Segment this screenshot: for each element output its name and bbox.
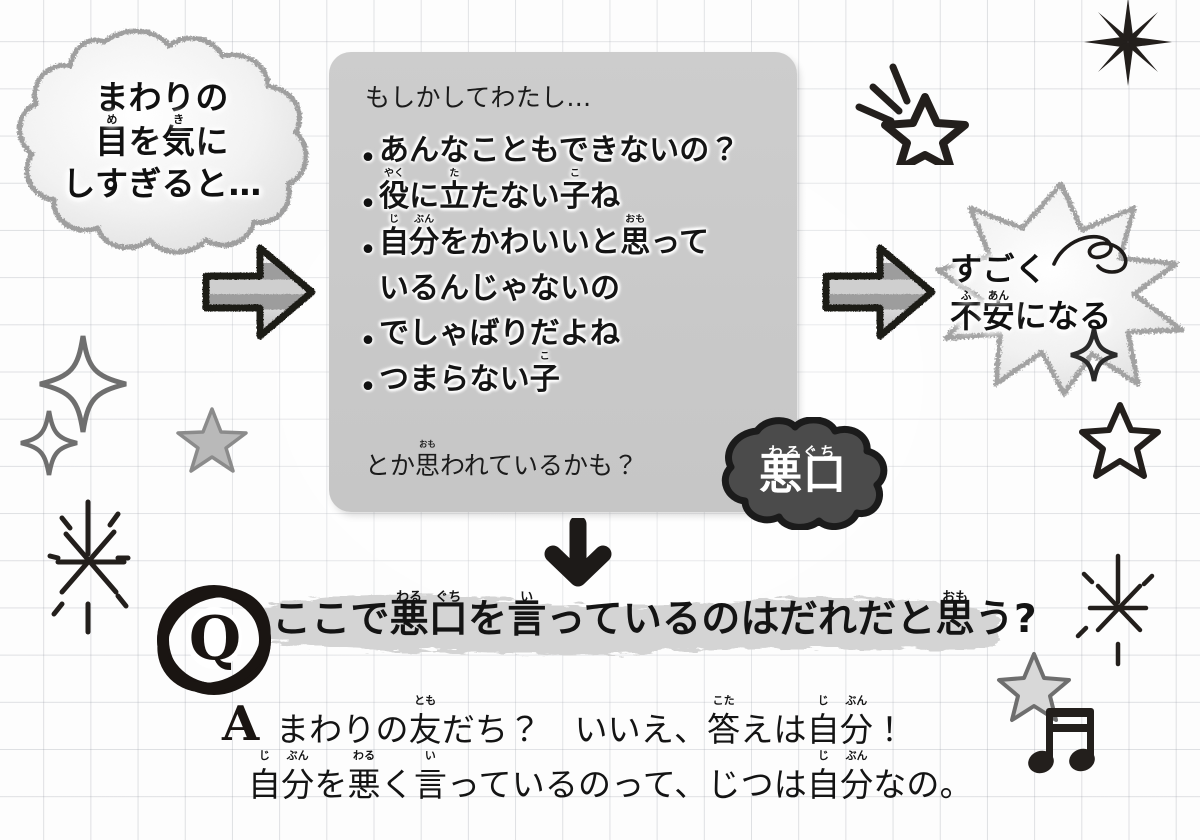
brush-stroke-highlight (260, 593, 1000, 655)
list-item: • あんなこともできないの？ (357, 130, 777, 174)
ruby-ji-a1: じ自 (806, 693, 840, 749)
ruby-ko2: こ子 (529, 351, 560, 397)
question-text: ここでわる悪ぐち口をい言っているのはだれだとおも思う? (272, 590, 1037, 642)
ruby-omo-footer: おも思 (415, 438, 441, 480)
list-item: • やく役にた立たないこ子ね (357, 168, 777, 222)
bullet-marker: • (359, 233, 377, 268)
ruby-ta: た立 (439, 168, 470, 214)
arrow-right-1 (198, 243, 320, 345)
answer-line-1: まわりのとも友だち？ いいえ、こた答えはじ自ぶん分！ (276, 693, 907, 749)
thought-panel: もしかしてわたし… • あんなこともできないの？ • やく役にた立たないこ子ね … (329, 52, 797, 512)
bullet-marker: • (359, 141, 377, 176)
list-item-text: いるんじゃないの (379, 271, 621, 306)
ruby-ji-a2: じ自 (248, 748, 282, 804)
warukuchi-badge: わるぐち悪口 (713, 416, 893, 531)
list-item: • じ自ぶん分をかわいいとおも思って (357, 214, 777, 268)
cause-cloud-wo: を (128, 121, 162, 161)
answer-badge-letter: A (222, 696, 260, 752)
effect-cloud-line-2: ふ不あん安になる (950, 289, 1112, 335)
ruby-kota: こた答 (707, 693, 741, 749)
ruby-ji: じ自 (379, 214, 410, 260)
effect-cloud: すごく ふ不あん安になる (930, 178, 1192, 400)
ruby-ki: き気 (162, 113, 196, 161)
cause-cloud-text: まわりの め目をき気に しすぎると… (6, 28, 318, 258)
list-item: • でしゃばりだよね (357, 313, 777, 357)
list-item-text: あんなこともできないの？ (379, 133, 740, 168)
arrow-right-2 (818, 243, 940, 345)
arrow-down (540, 515, 616, 594)
shooting-star-icon (855, 63, 969, 165)
ruby-bun: ぶん分 (409, 214, 440, 260)
ruby-bun-a2: ぶん分 (281, 748, 315, 804)
list-item-text: やく役にた立たないこ子ね (379, 168, 620, 219)
panel-heading: もしかしてわたし… (365, 83, 592, 112)
ruby-ko: こ子 (559, 168, 591, 214)
sparkle-burst-right-icon (1075, 553, 1155, 667)
ruby-tomo: とも友 (408, 693, 442, 749)
ruby-omo-q: おも思 (935, 590, 975, 642)
list-item: いるんじゃないの (357, 268, 777, 311)
star-gray-filled-icon (176, 407, 248, 473)
ruby-me: め目 (95, 113, 129, 161)
ruby-an: あん安 (982, 289, 1015, 335)
bullet-marker: • (359, 369, 377, 405)
ruby-fu: ふ不 (950, 289, 983, 335)
list-item: • つまらないこ子 (357, 351, 777, 405)
ruby-waru-q: わる悪 (389, 590, 429, 642)
panel-footer: とかおも思われているかも？ (365, 438, 639, 480)
ruby-warukuchi: わるぐち悪口 (759, 444, 847, 500)
cause-cloud-line-3: しすぎると… (62, 164, 262, 204)
sparkle-burst-hand-drawn-icon (47, 499, 131, 635)
warukuchi-label: わるぐち悪口 (713, 444, 893, 500)
bullet-marker: • (359, 323, 377, 359)
effect-cloud-text: すごく ふ不あん安になる (930, 178, 1192, 400)
question-badge-letter: Q (188, 603, 242, 674)
question-badge: Q (152, 582, 276, 698)
list-item-text: つまらないこ子 (379, 351, 560, 402)
list-item-text: でしゃばりだよね (379, 315, 621, 351)
ruby-yaku: やく役 (379, 168, 410, 214)
cause-cloud-line-2: め目をき気に (95, 113, 229, 161)
ruby-bun-a1: ぶん分 (839, 693, 874, 749)
ruby-bun-a2b: ぶん分 (840, 748, 874, 804)
answer-line-2: じ自ぶん分をわる悪くい言っているのって、じつはじ自ぶん分なの。 (248, 748, 973, 804)
music-note-beamed-icon (1028, 708, 1095, 774)
effect-cloud-line-1: すごく (950, 249, 1047, 288)
cause-cloud-line-1: まわりの (95, 77, 229, 117)
squiggle-doodle (1052, 235, 1128, 274)
star-outline-black-icon (1079, 402, 1161, 479)
bullet-marker: • (359, 187, 377, 222)
ruby-i-q: い言 (507, 590, 547, 642)
sparkle-diamond-small-icon (20, 410, 78, 476)
panel-bullet-list: • あんなこともできないの？ • やく役にた立たないこ子ね • じ自ぶん分をかわ… (357, 130, 777, 405)
cause-cloud: まわりの め目をき気に しすぎると… (6, 28, 318, 258)
sparkle-diamond-large-icon (39, 335, 127, 433)
ruby-waru-a2: わる悪 (347, 748, 381, 804)
star-gray-outline-icon (997, 652, 1071, 722)
ruby-guchi-q: ぐち口 (428, 590, 468, 642)
ruby-omo: おも思 (620, 214, 651, 260)
ruby-ji-a2b: じ自 (806, 748, 841, 804)
ruby-i-a2: い言 (413, 748, 448, 804)
sparkle-diamond-right-icon (1070, 328, 1118, 382)
sparkle-burst-8point-icon (1084, 0, 1172, 86)
list-item-text: じ自ぶん分をかわいいとおも思って (379, 214, 709, 265)
cause-cloud-ni: に (195, 121, 229, 161)
